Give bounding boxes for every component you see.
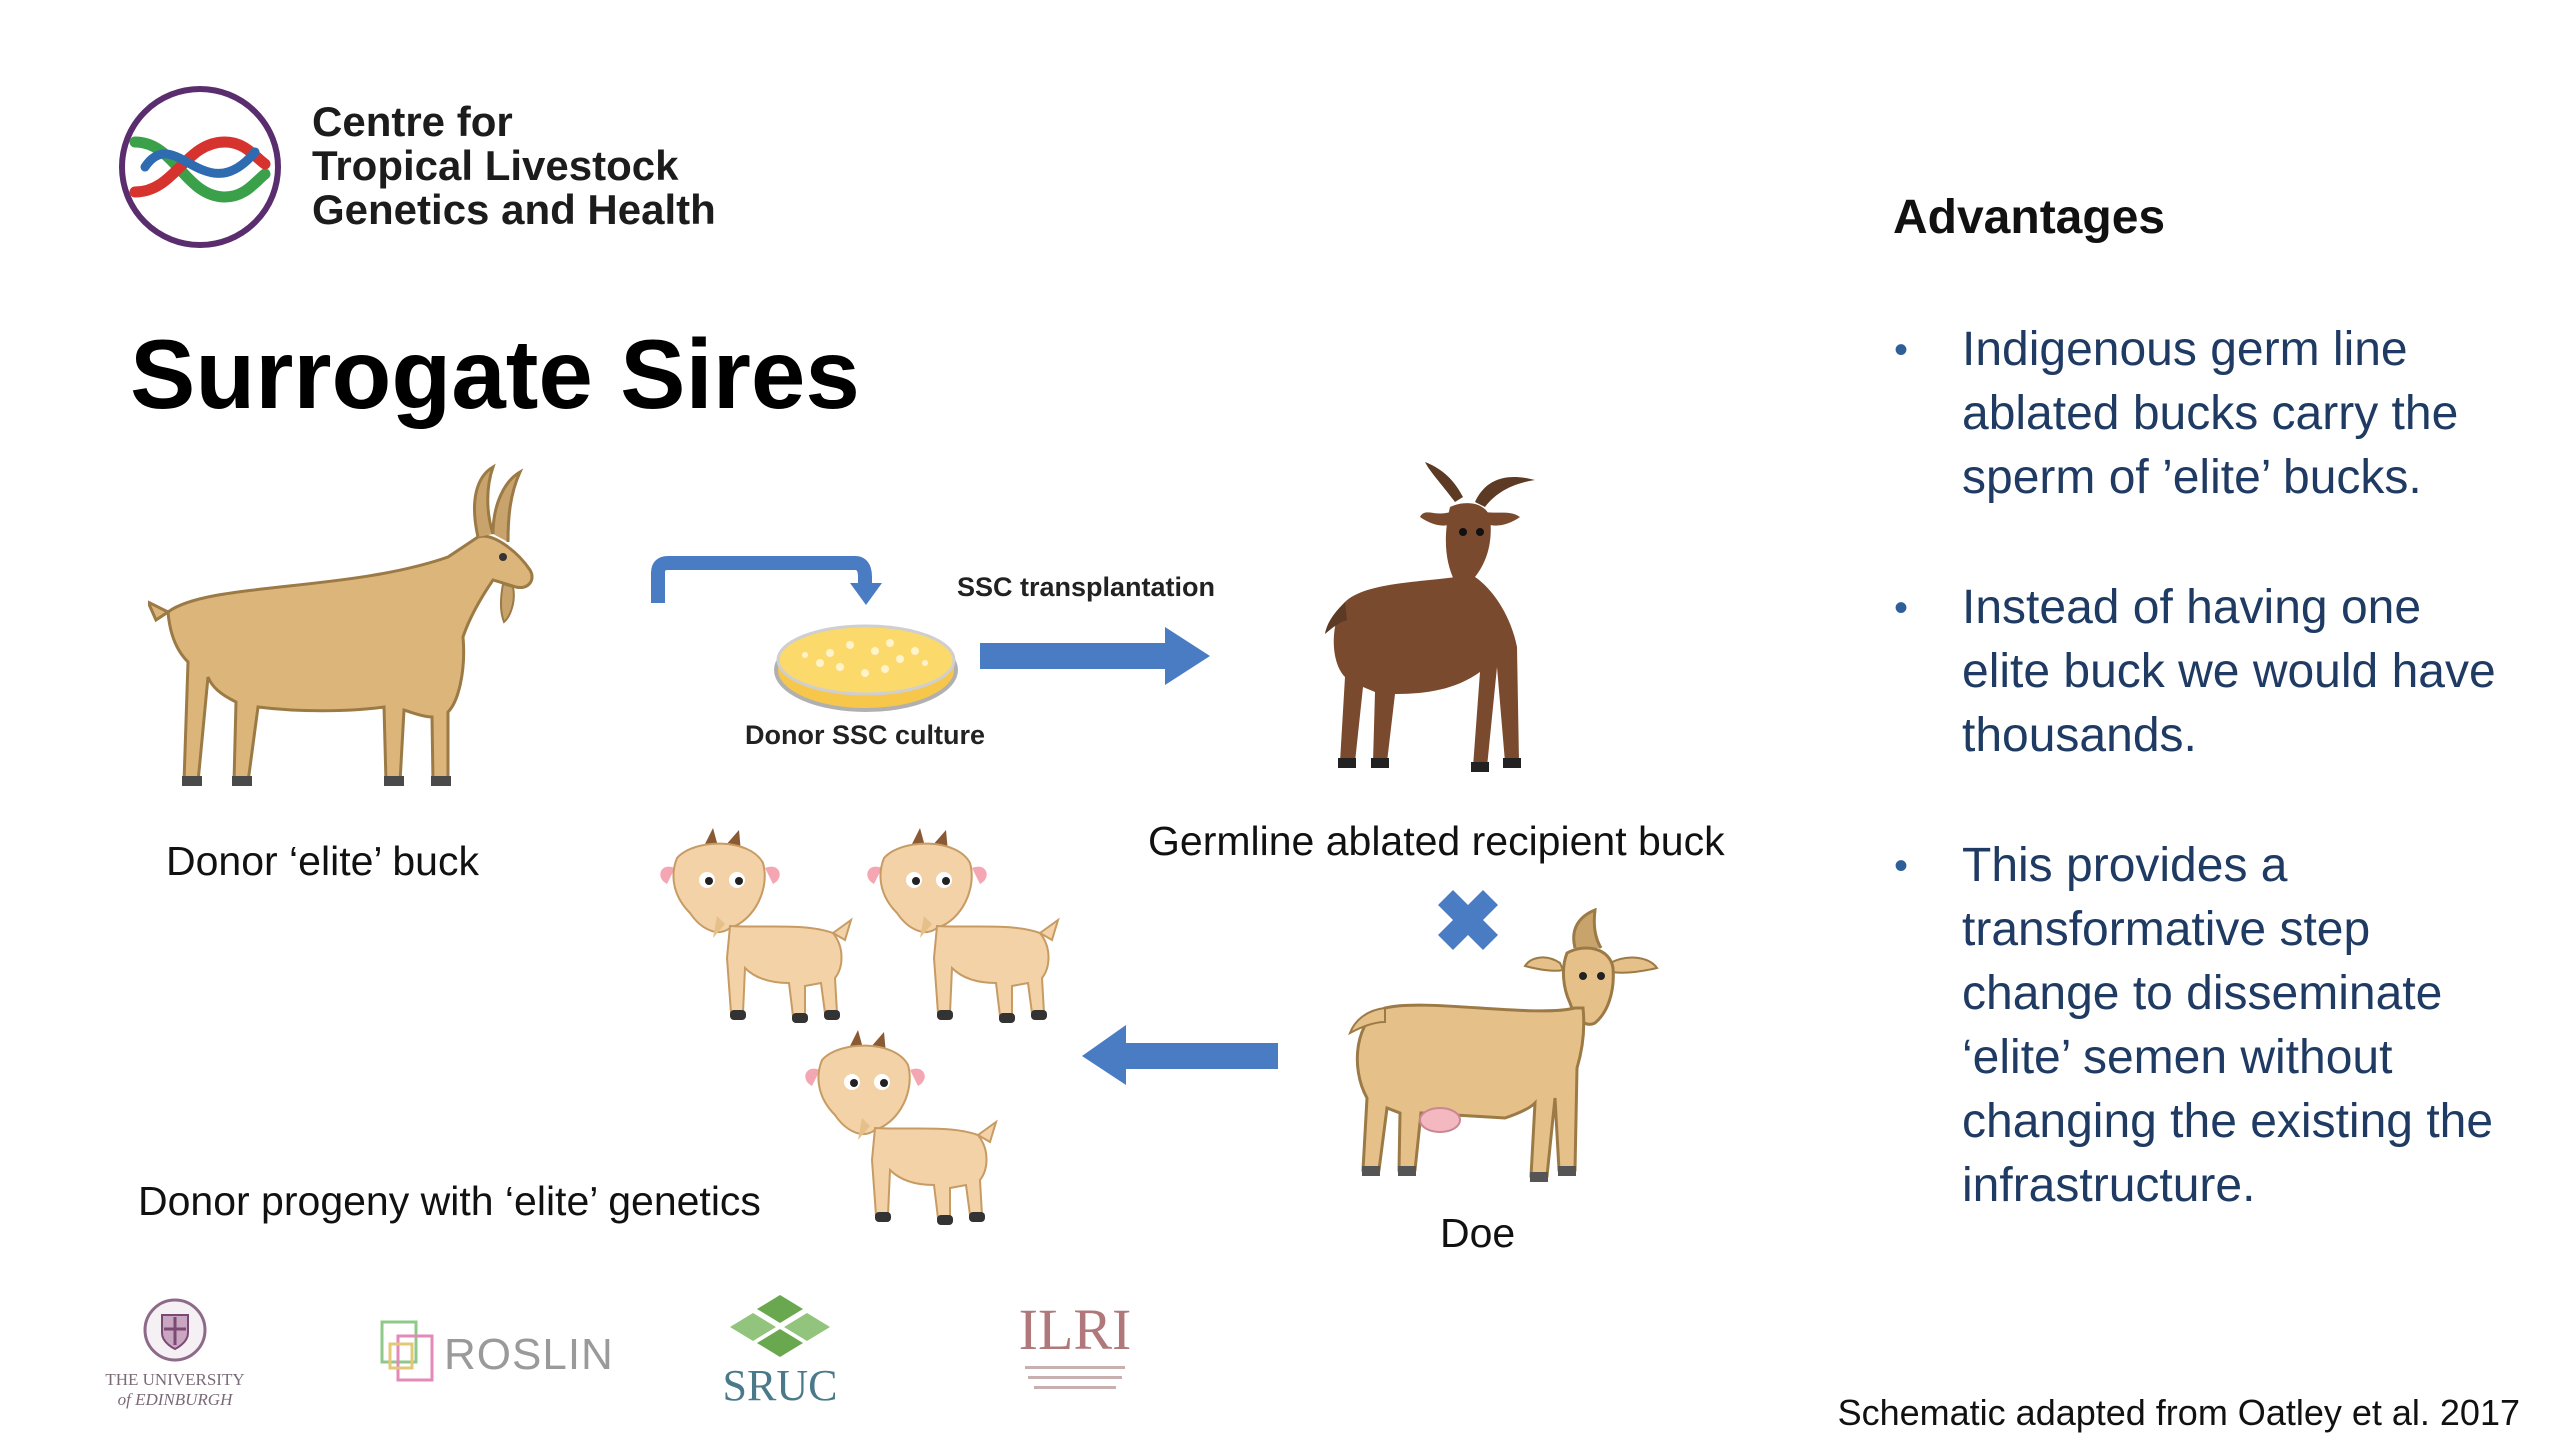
progeny-kid-icon (867, 828, 1060, 1023)
progeny-kid-icon (805, 1030, 998, 1225)
org-name-line1: Centre for (312, 98, 513, 145)
culture-label: Donor SSC culture (745, 720, 986, 750)
ilri-logo: ILRI (1010, 1300, 1140, 1401)
transplant-label: SSC transplantation (957, 572, 1216, 602)
curved-arrow-icon (850, 583, 882, 605)
ilri-text: ILRI (1018, 1297, 1132, 1362)
sruc-text: SRUC (722, 1361, 838, 1410)
progeny-kid-icon (660, 828, 853, 1023)
transplant-arrow-icon (1165, 627, 1210, 685)
org-name-line3: Genetics and Health (312, 186, 716, 233)
doe-label: Doe (1440, 1210, 1516, 1256)
advantage-item: • Instead of having one elite buck we wo… (1880, 576, 2520, 768)
org-name: Centre for Tropical Livestock Genetics a… (312, 100, 716, 232)
roslin-logo: ROSLIN (378, 1318, 613, 1388)
advantage-text: Instead of having one elite buck we woul… (1962, 581, 2496, 762)
culture-step-diagram (651, 556, 1210, 712)
roslin-mark-icon (380, 1320, 434, 1382)
cross-icon (1438, 890, 1498, 950)
citation: Schematic adapted from Oatley et al. 201… (1837, 1392, 2520, 1433)
advantage-item: • This provides a transformative step ch… (1880, 834, 2520, 1218)
ilri-subtitle-lines-icon (1025, 1366, 1125, 1389)
donor-buck-icon (148, 463, 534, 786)
ctlgh-logo-icon (119, 86, 281, 248)
recipient-buck-icon (1325, 462, 1535, 772)
offspring-arrow-icon (1082, 1025, 1278, 1085)
recipient-buck-label: Germline ablated recipient buck (1148, 818, 1725, 864)
roslin-text: ROSLIN (444, 1330, 614, 1379)
bullet-icon: • (1894, 328, 1909, 372)
sruc-logo: SRUC (715, 1295, 845, 1410)
edinburgh-line1: THE UNIVERSITY (105, 1370, 245, 1389)
advantage-text: This provides a transformative step chan… (1962, 839, 2494, 1212)
advantages-list: • Indigenous germ line ablated bucks car… (1880, 318, 2520, 1284)
advantages-heading: Advantages (1893, 191, 2166, 244)
bullet-icon: • (1894, 844, 1909, 888)
edinburgh-crest-icon (143, 1298, 207, 1362)
org-name-line2: Tropical Livestock (312, 142, 679, 189)
advantage-text: Indigenous germ line ablated bucks carry… (1962, 323, 2459, 504)
doe-icon (1348, 908, 1659, 1182)
sruc-diamond-icon (730, 1295, 830, 1357)
edinburgh-logo: THE UNIVERSITY of EDINBURGH (95, 1295, 255, 1410)
progeny-label: Donor progeny with ‘elite’ genetics (138, 1178, 761, 1224)
edinburgh-line2: of EDINBURGH (117, 1390, 233, 1409)
bullet-icon: • (1894, 586, 1909, 630)
advantage-item: • Indigenous germ line ablated bucks car… (1880, 318, 2520, 510)
donor-buck-label: Donor ‘elite’ buck (166, 838, 479, 884)
slide-title: Surrogate Sires (130, 319, 860, 429)
